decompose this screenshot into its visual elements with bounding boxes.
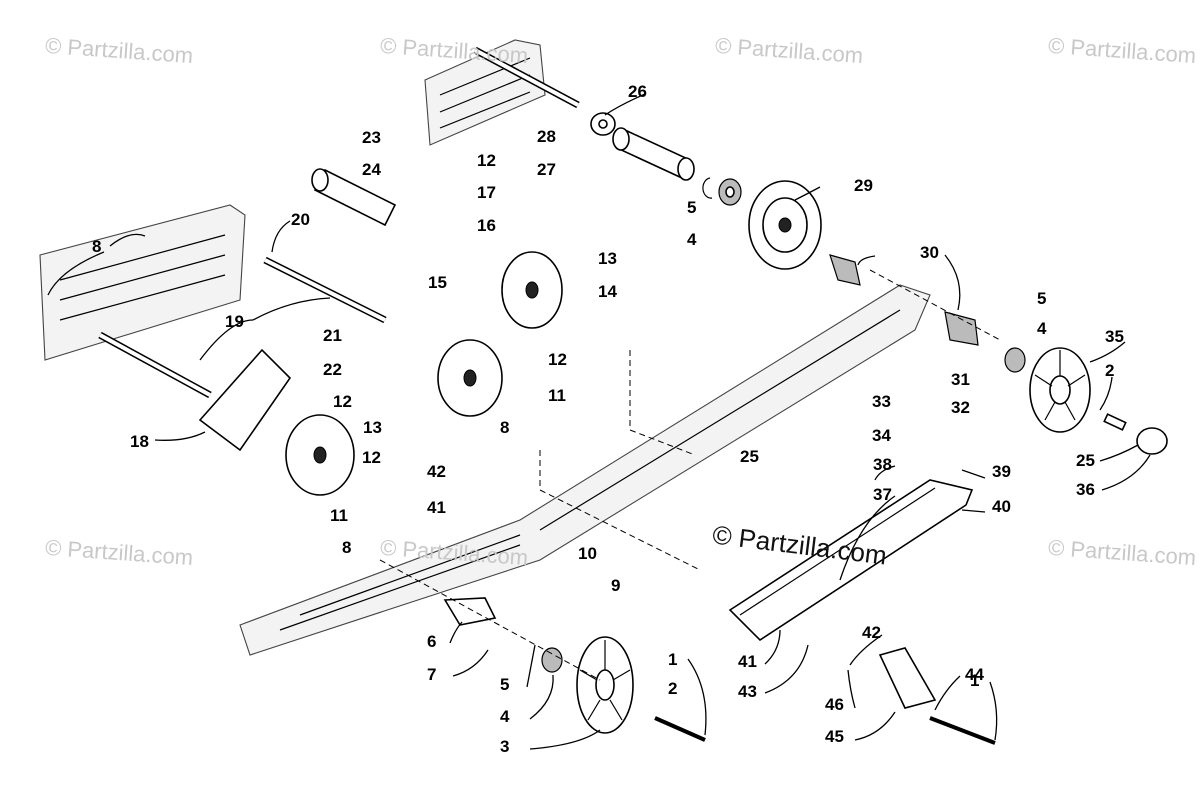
- axle-19: [98, 256, 387, 399]
- callout-labels: 1 1 2 2 3 4 4 4 5 5 5 6 7 8 8 8 9 10 11 …: [92, 82, 1124, 756]
- hub-30-right: [944, 311, 979, 346]
- callout: 8: [92, 237, 101, 256]
- snap-ring-top-5: [702, 177, 713, 199]
- callout: 4: [687, 230, 697, 249]
- wheel-13-middle: [437, 339, 503, 417]
- rail-top: [424, 39, 546, 146]
- rail-upper-left: [39, 204, 246, 361]
- wheel-35: [1029, 347, 1091, 433]
- hub-30-left: [829, 254, 861, 286]
- callout: 9: [611, 576, 620, 595]
- arm-37-38: [728, 479, 974, 642]
- callout: 13: [598, 249, 617, 268]
- callout: 8: [500, 418, 509, 437]
- callout: 43: [738, 682, 757, 701]
- callout: 40: [992, 497, 1011, 516]
- callout: 26: [628, 82, 647, 101]
- callout: 31: [951, 370, 970, 389]
- callout: 1: [970, 671, 979, 690]
- idler-wheel-29: [748, 180, 822, 270]
- callout: 18: [130, 432, 149, 451]
- callout: 44: [965, 665, 984, 684]
- callout: 27: [537, 160, 556, 179]
- callout: 42: [427, 462, 446, 481]
- callout: 41: [427, 498, 446, 517]
- callout: 35: [1105, 327, 1124, 346]
- bracket-6: [443, 597, 497, 626]
- cap-36: [1136, 427, 1168, 455]
- callout: 39: [992, 462, 1011, 481]
- bolt-1-bottom: [654, 716, 706, 742]
- spacer-23: [311, 168, 397, 227]
- callout: 36: [1076, 480, 1095, 499]
- callout: 34: [872, 426, 891, 445]
- wheel-13-lower: [285, 414, 355, 496]
- callout: 5: [500, 675, 509, 694]
- callout: 17: [477, 183, 496, 202]
- callout: 23: [362, 128, 381, 147]
- callout: 29: [854, 176, 873, 195]
- wheel-3-bottom: [576, 636, 634, 734]
- rail-middle-long: [239, 284, 931, 656]
- callout: 5: [1037, 289, 1046, 308]
- callout: 15: [428, 273, 447, 292]
- callout: 30: [920, 243, 939, 262]
- end-cap-45: [878, 647, 937, 709]
- callout: 37: [873, 485, 892, 504]
- callout: 25: [1076, 451, 1095, 470]
- callout: 12: [362, 448, 381, 467]
- callout: 13: [363, 418, 382, 437]
- callout: 1: [668, 650, 677, 669]
- callout: 46: [825, 695, 844, 714]
- callout: 42: [862, 623, 881, 642]
- callout: 11: [330, 506, 348, 525]
- callout: 2: [1105, 361, 1114, 380]
- explode-lines: [379, 269, 1001, 681]
- bolt-1-right: [929, 716, 996, 745]
- callout: 4: [500, 707, 510, 726]
- bearing-top-4: [718, 178, 742, 206]
- callout: 12: [548, 350, 567, 369]
- callout: 21: [323, 326, 342, 345]
- callout: 22: [323, 360, 342, 379]
- callout: 3: [500, 737, 509, 756]
- callout: 12: [477, 151, 496, 170]
- bolt-25-right: [1103, 413, 1127, 431]
- bearing-bottom-4: [541, 647, 563, 673]
- callout: 33: [872, 392, 891, 411]
- callout: 45: [825, 727, 844, 746]
- washer-26: [590, 112, 616, 136]
- arm-bracket-18: [198, 348, 292, 452]
- callout: 19: [225, 312, 244, 331]
- callout: 2: [668, 679, 677, 698]
- callout: 10: [578, 544, 597, 563]
- callout: 14: [598, 282, 617, 301]
- callout: 7: [427, 665, 436, 684]
- callout: 5: [687, 198, 696, 217]
- wheel-13-upper: [501, 251, 563, 329]
- spacer-tube-27: [612, 127, 695, 181]
- callout: 25: [740, 447, 759, 466]
- bearing-right-4: [1004, 347, 1026, 373]
- callout: 11: [548, 386, 566, 405]
- callout: 12: [333, 392, 352, 411]
- callout: 24: [362, 160, 381, 179]
- callout: 20: [291, 210, 310, 229]
- callout: 28: [537, 127, 556, 146]
- callout: 16: [477, 216, 496, 235]
- long-axle-28: [473, 46, 580, 109]
- leader-lines: [47, 93, 1151, 750]
- callout: 32: [951, 398, 970, 417]
- callout: 4: [1037, 319, 1047, 338]
- callout: 8: [342, 538, 351, 557]
- callout: 6: [427, 632, 436, 651]
- callout: 41: [738, 652, 757, 671]
